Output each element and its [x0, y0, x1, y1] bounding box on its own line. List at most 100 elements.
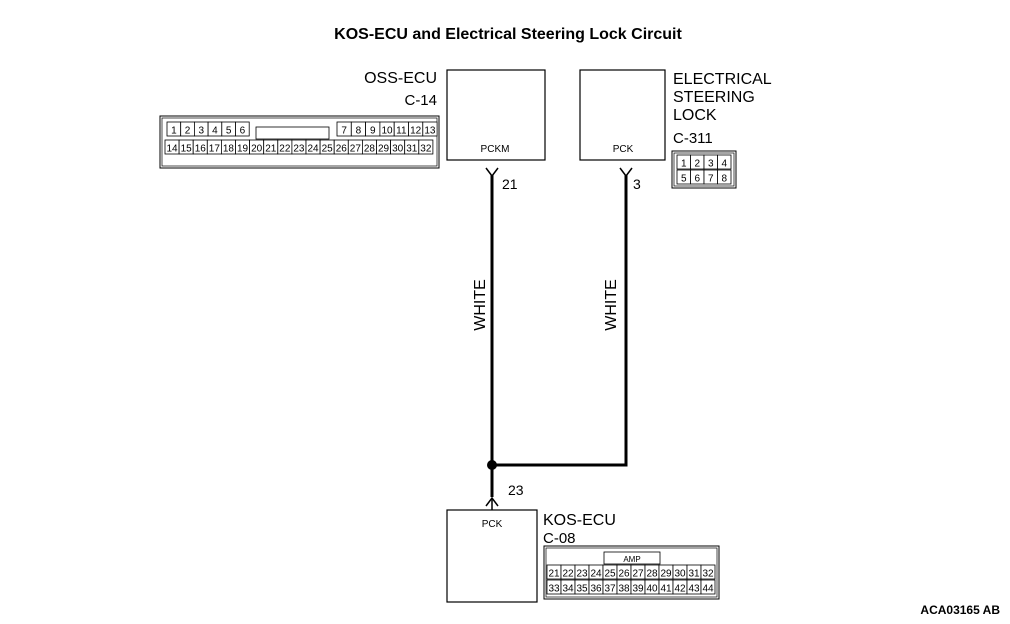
kos-ecu-block: PCK KOS-ECU C-08 [446, 509, 616, 603]
connector-c311-top-pin-label: 3 [708, 159, 714, 170]
oss-ecu-connector-id: C-14 [404, 92, 437, 109]
connector-c08-top-pin-label: 25 [604, 569, 616, 580]
steering-lock-name-line-2: STEERING [673, 89, 755, 106]
connector-c14-bottom-pin-label: 31 [406, 144, 418, 155]
connector-c08-inner-outline [545, 547, 718, 598]
connector-c08-tag: AMP [623, 555, 640, 564]
connector-c311-bottom-pin-label: 6 [694, 174, 700, 185]
connector-c08-top-pin-label: 31 [688, 569, 700, 580]
connector-c08-bottom-pin-label: 35 [576, 584, 588, 595]
connector-c311-bottom-pin-label: 8 [721, 174, 727, 185]
diagram-title: KOS-ECU and Electrical Steering Lock Cir… [334, 26, 682, 43]
connector-c08-top-pin-label: 26 [618, 569, 630, 580]
connector-c14-bottom-pin-label: 15 [181, 144, 193, 155]
connector-c14-top-left-cell [235, 121, 250, 137]
kos-ecu-connector-id: C-08 [543, 530, 576, 547]
connector-c14-bottom-pin-label: 28 [364, 144, 376, 155]
connector-c14-bottom-pin-label: 32 [420, 144, 432, 155]
connector-c08-key [603, 551, 661, 565]
steering-lock-box [579, 69, 666, 161]
connector-c14-top-right-pin-label: 8 [356, 126, 362, 137]
connector-c14-bottom-pin-label: 22 [279, 144, 291, 155]
wire-color-left: WHITE [472, 279, 489, 331]
connector-c14-top-left-pin-label: 5 [226, 126, 232, 137]
steering-lock-terminal-label: PCK [613, 144, 634, 155]
connector-c14-bottom-pin-label: 20 [251, 144, 263, 155]
connector-c14-top-right-pin-label: 12 [410, 126, 422, 137]
kos-ecu-box [446, 509, 538, 603]
connector-c14-top-right-cell [422, 121, 438, 137]
connector-c08-top-pin-label: 27 [632, 569, 644, 580]
connector-c14-top-left-pin-label: 2 [185, 126, 191, 137]
connector-c08-top-pin-label: 28 [646, 569, 658, 580]
connector-c08-bottom-pin-label: 44 [702, 584, 714, 595]
connector-c14-top-left-pin-label: 4 [212, 126, 218, 137]
connector-c14-bottom-cell [418, 139, 434, 155]
steering-lock-pin-number: 3 [633, 176, 641, 192]
connector-c08-bottom-pin-label: 39 [632, 584, 644, 595]
connector-c08-bottom-pin-label: 37 [604, 584, 616, 595]
connector-c311-bottom-pin-label: 5 [681, 174, 687, 185]
connector-c14-bottom-pin-label: 19 [237, 144, 249, 155]
connector-c14-top-right-pin-label: 10 [381, 126, 393, 137]
connector-c14-top-right-pin-label: 9 [370, 126, 376, 137]
wire-color-right: WHITE [603, 279, 620, 331]
figure-id: ACA03165 AB [920, 603, 1000, 617]
connector-c14-bottom-pin-label: 26 [336, 144, 348, 155]
splice-dot [487, 460, 497, 470]
connector-c14-bottom-pin-label: 30 [392, 144, 404, 155]
connector-c08-top-pin-label: 21 [548, 569, 560, 580]
connector-c311-inner-outline [673, 152, 735, 187]
connector-c08-top-pin-label: 32 [702, 569, 714, 580]
connector-c08-bottom-pin-label: 42 [674, 584, 686, 595]
connector-c14-inner-outline [161, 117, 438, 167]
oss-ecu-block: PCKM OSS-ECU C-14 [364, 69, 546, 161]
connector-c14-top-right-pin-label: 11 [396, 126, 407, 137]
connector-c14-bottom-pin-label: 25 [322, 144, 334, 155]
connector-c14-bottom-pin-label: 29 [378, 144, 390, 155]
connector-c08-bottom-pin-label: 38 [618, 584, 630, 595]
connector-c311-bottom-pin-label: 7 [708, 174, 714, 185]
connector-c14-bottom-pin-label: 21 [265, 144, 277, 155]
connector-c08-bottom-cell [700, 579, 716, 595]
connector-c14-bottom-pin-label: 23 [293, 144, 305, 155]
connector-c08-top-pin-label: 30 [674, 569, 686, 580]
connector-c08-top-pin-label: 22 [562, 569, 574, 580]
oss-ecu-name: OSS-ECU [364, 70, 437, 87]
steering-lock-name-line-3: LOCK [673, 107, 717, 124]
wiring [485, 167, 633, 510]
steering-lock-name-line-1: ELECTRICAL [673, 71, 772, 88]
oss-ecu-pin-number: 21 [502, 176, 518, 192]
connector-c14-top-right-pin-label: 7 [341, 126, 347, 137]
connector-c14-bottom-pin-label: 27 [350, 144, 362, 155]
connector-c14-bottom-pin-label: 17 [209, 144, 221, 155]
oss-ecu-box [446, 69, 546, 161]
connector-c08-bottom-pin-label: 36 [590, 584, 602, 595]
connector-c08-top-pin-label: 29 [660, 569, 672, 580]
connector-c08-top-pin-label: 24 [590, 569, 602, 580]
steering-lock-block: PCK ELECTRICAL STEERING LOCK C-311 [579, 69, 772, 161]
connector-c14-bottom-pin-label: 16 [195, 144, 207, 155]
connector-c08-top-cell [700, 564, 716, 580]
connector-c311-top-pin-label: 4 [721, 159, 727, 170]
oss-ecu-terminal-label: PCKM [481, 144, 510, 155]
oss-ecu-pin-symbol [485, 167, 499, 178]
connector-c08-bottom-pin-label: 33 [548, 584, 560, 595]
connector-c14-top-left-pin-label: 1 [171, 126, 177, 137]
connector-c311-top-cell [717, 154, 732, 170]
connector-c311-top-pin-label: 2 [694, 159, 700, 170]
connector-c14-top-left-pin-label: 3 [198, 126, 204, 137]
connector-c14-bottom-pin-label: 14 [166, 144, 178, 155]
kos-ecu-pin-number: 23 [508, 482, 524, 498]
connector-c08-top-pin-label: 23 [576, 569, 588, 580]
kos-ecu-terminal-label: PCK [482, 519, 503, 530]
connector-c14-bottom-pin-label: 18 [223, 144, 235, 155]
connector-c14-key [255, 126, 330, 140]
connector-c08-bottom-pin-label: 43 [688, 584, 700, 595]
kos-ecu-name: KOS-ECU [543, 512, 616, 529]
wire-lock-to-splice [492, 175, 628, 467]
